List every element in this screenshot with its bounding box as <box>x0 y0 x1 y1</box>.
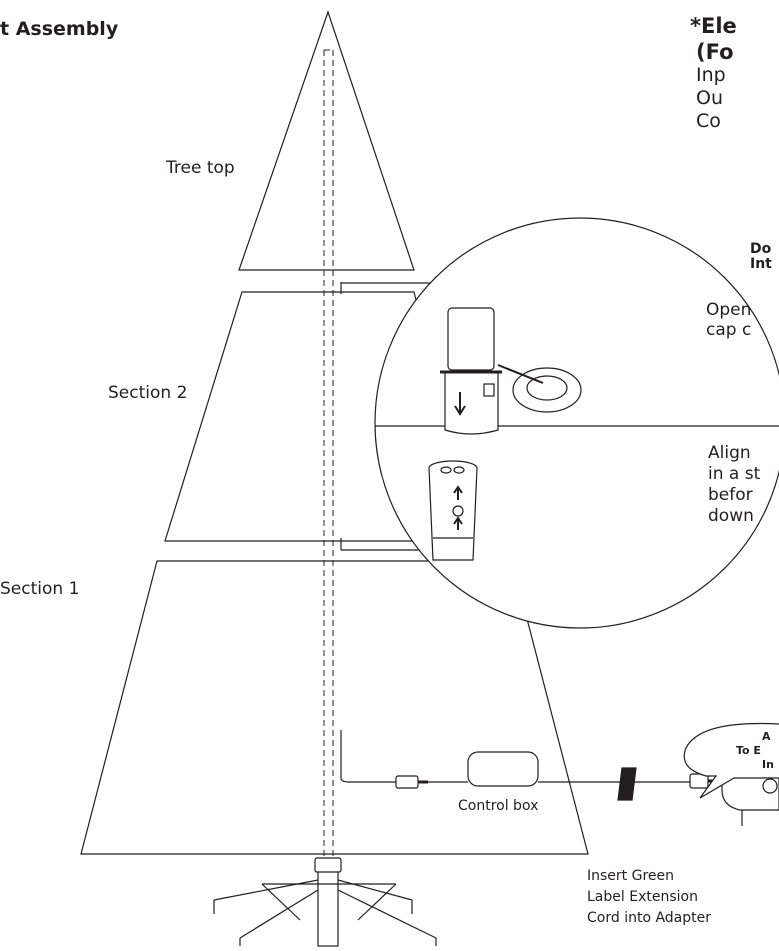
spec-subtitle: (Fo <box>696 40 734 64</box>
label-control-box: Control box <box>458 798 539 814</box>
step2-text-line2: in a st <box>708 464 761 484</box>
center-pole <box>323 49 334 862</box>
control-box <box>467 751 539 787</box>
cord-note-line3: Cord into Adapter <box>587 910 711 926</box>
green-label-tag <box>617 767 637 801</box>
spec-consumption: Co <box>696 110 721 132</box>
step1-illustration <box>440 307 582 435</box>
step2-illustration <box>428 460 478 561</box>
bubble-text-line2: To E <box>736 744 761 757</box>
tree-stand <box>213 857 437 947</box>
page-title: t Assembly <box>0 18 119 40</box>
tree-section-1 <box>80 560 589 855</box>
step1-text-line2: cap c <box>706 320 752 340</box>
plug-connector-1 <box>395 775 419 789</box>
cord-note-line1: Insert Green <box>587 868 675 884</box>
step2-text-line4: down <box>708 506 754 526</box>
bubble-text-line3: In <box>762 758 774 771</box>
step2-text-line1: Align <box>708 443 751 463</box>
bubble-text-line1: A <box>762 730 771 743</box>
cord-note-line2: Label Extension <box>587 889 698 905</box>
label-section-2: Section 2 <box>108 383 188 403</box>
tree-cord <box>340 745 396 783</box>
detail-magnifier <box>374 217 779 629</box>
spec-input: Inp <box>696 64 726 86</box>
detail-warning-line2: Int <box>750 256 772 272</box>
warning-bubble <box>683 722 779 799</box>
spec-title: *Ele <box>690 14 737 38</box>
label-section-1: Section 1 <box>0 579 80 599</box>
detail-warning-line1: Do <box>750 241 772 257</box>
label-tree-top: Tree top <box>166 158 235 178</box>
step1-text-line1: Open <box>706 300 752 320</box>
spec-output: Ou <box>696 87 723 109</box>
step2-text-line3: befor <box>708 485 753 505</box>
tree-top-section <box>238 10 415 271</box>
